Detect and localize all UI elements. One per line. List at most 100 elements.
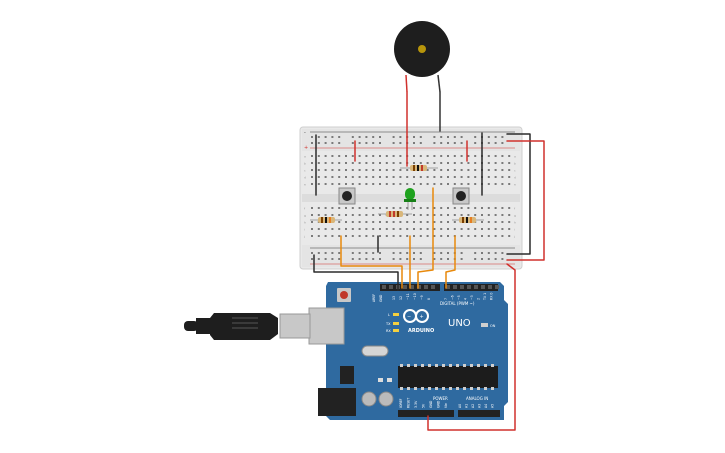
- pushbutton-left[interactable]: [338, 187, 356, 205]
- voltage-regulator: [340, 366, 354, 384]
- wire-rail-ground-right: [506, 133, 531, 255]
- row-letter-left: e: [304, 183, 306, 187]
- svg-text:L: L: [388, 313, 390, 317]
- brand-label: ARDUINO: [408, 328, 434, 334]
- capacitor-2: [378, 391, 394, 407]
- buzzer-lead-negative: [437, 74, 441, 93]
- pin-label: ~6: [451, 295, 455, 300]
- wires[interactable]: [313, 91, 545, 431]
- top-rail: [302, 129, 520, 151]
- row-letter-left: h: [304, 221, 306, 225]
- wire-signal-3: [417, 187, 434, 289]
- row-letter-right: c: [514, 169, 516, 173]
- arduino-logo: − +: [403, 309, 429, 323]
- row-letter-right: f: [514, 207, 516, 211]
- row-letter-left: d: [304, 176, 306, 180]
- buzzer-lead-positive: [405, 74, 408, 93]
- pin-label: ~3: [470, 295, 474, 300]
- model-label: UNO: [448, 318, 471, 329]
- svg-text:+: +: [420, 314, 424, 320]
- pin-label: RESET: [407, 398, 411, 408]
- pin-label: RX 0: [490, 293, 494, 300]
- row-letter-right: h: [514, 221, 516, 225]
- pin-label: ~5: [457, 295, 461, 300]
- pin-label: A3: [478, 404, 482, 408]
- pin-label: Vin: [444, 403, 448, 408]
- row-letter-right: g: [514, 214, 516, 218]
- rail-minus-label: -: [304, 130, 306, 136]
- wire-signal-1: [340, 235, 403, 289]
- breadboard-holes: [311, 136, 511, 260]
- row-letter-left: g: [304, 214, 306, 218]
- row-letter-left: f: [304, 207, 306, 211]
- wire-5v-to-rail: [427, 263, 516, 431]
- pin-label: 12: [399, 296, 403, 300]
- usb-cable[interactable]: [184, 313, 311, 340]
- pin-label: 4: [464, 298, 468, 300]
- resistor-led[interactable]: [378, 211, 412, 217]
- usb-port: [308, 307, 345, 345]
- svg-text:−: −: [407, 314, 411, 320]
- pin-label: A0: [458, 404, 462, 408]
- wire-gnd-to-rail: [313, 254, 399, 291]
- pin-label: 7: [444, 298, 448, 300]
- row-letter-left: c: [304, 169, 306, 173]
- atmega-chip: [398, 366, 498, 388]
- green-led[interactable]: [404, 188, 416, 210]
- analog-header: [458, 410, 500, 417]
- capacitor-1: [361, 391, 377, 407]
- pin-label: A4: [484, 404, 488, 408]
- gnd-pin-label: GND: [379, 294, 383, 302]
- row-letter-right: i: [514, 228, 515, 232]
- row-letter-right: b: [514, 162, 516, 166]
- rail-plus-label: +: [304, 145, 308, 151]
- pin-label: GND: [429, 400, 433, 408]
- pin-label: A1: [465, 404, 469, 408]
- bottom-rail: [302, 245, 520, 267]
- piezo-buzzer[interactable]: [394, 21, 450, 93]
- pin-label: 3.3V: [414, 400, 418, 408]
- wire-rail-power-right: [506, 140, 545, 261]
- power-header: [398, 410, 454, 417]
- resistor-buzzer[interactable]: [400, 165, 438, 171]
- row-letter-right: j: [513, 235, 515, 239]
- svg-text:RX: RX: [386, 329, 391, 333]
- row-letter-right: e: [514, 183, 516, 187]
- analog-header-label: ANALOG IN: [466, 396, 488, 401]
- row-letter-left: b: [304, 162, 306, 166]
- svg-text:TX: TX: [385, 322, 391, 326]
- status-leds: L TX RX ON: [385, 313, 496, 333]
- digital-header-label: DIGITAL (PWM ~): [440, 301, 475, 306]
- resistor-right-button[interactable]: [452, 217, 484, 223]
- pin-label: ~11: [406, 293, 410, 300]
- row-letter-left: a: [304, 155, 306, 159]
- aref-label: AREF: [372, 294, 376, 302]
- pin-label: TX 1: [483, 293, 487, 301]
- pin-label: 8: [427, 298, 431, 300]
- row-letter-left: j: [303, 235, 305, 239]
- pin-label: 5V: [422, 403, 426, 408]
- wire-signal-4: [445, 235, 456, 289]
- pin-label: 13: [392, 296, 396, 300]
- row-letter-left: i: [304, 228, 305, 232]
- pin-label: ~10: [413, 293, 417, 300]
- svg-text:ON: ON: [490, 324, 496, 328]
- pin-label: 2: [477, 298, 481, 300]
- pushbutton-right[interactable]: [452, 187, 470, 205]
- pin-label: ~9: [420, 295, 424, 300]
- row-letter-right: d: [514, 176, 516, 180]
- row-letter-right: a: [514, 155, 516, 159]
- resistor-left-button[interactable]: [310, 217, 342, 223]
- pin-label: IOREF: [399, 398, 403, 408]
- crystal: [361, 345, 389, 357]
- pin-label: GND: [437, 400, 441, 408]
- power-header-label: POWER: [433, 396, 448, 401]
- power-jack: [318, 388, 356, 416]
